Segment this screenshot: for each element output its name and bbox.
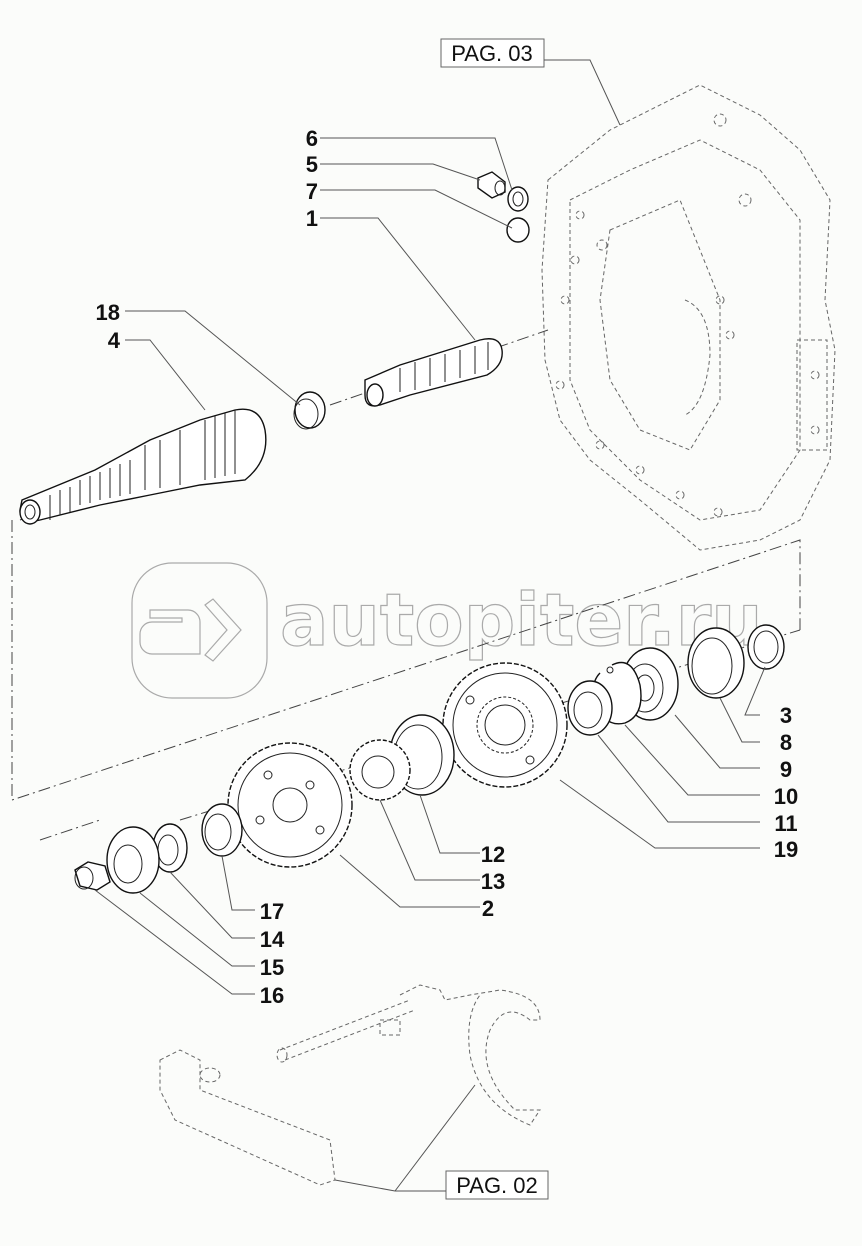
callout-6: 6 xyxy=(306,126,318,151)
ref-label-pag-02[interactable]: PAG. 02 xyxy=(456,1173,538,1198)
part-2-gear xyxy=(227,742,353,868)
ref-box-pag-02[interactable]: PAG. 02 xyxy=(445,1170,549,1200)
part-13-sleeve-gear xyxy=(349,739,411,801)
watermark-text: autopiter.ru xyxy=(280,578,763,662)
leader-lines xyxy=(94,137,766,995)
part-6-washer xyxy=(507,186,529,212)
part-8-bushing xyxy=(687,627,745,699)
part-3-seal xyxy=(747,624,785,670)
shift-fork-assembly xyxy=(159,984,541,1186)
callout-3: 3 xyxy=(780,703,792,728)
gearbox-housing xyxy=(541,84,836,551)
part-7-cap xyxy=(506,217,530,243)
callout-15: 15 xyxy=(260,955,284,980)
watermark-logo: autopiter.ru xyxy=(131,562,763,699)
callout-2: 2 xyxy=(482,896,494,921)
callout-9: 9 xyxy=(780,757,792,782)
part-4-main-shaft xyxy=(19,408,267,525)
callout-17: 17 xyxy=(260,899,284,924)
part-17-spacer xyxy=(201,803,243,857)
callout-18: 18 xyxy=(96,300,120,325)
part-11-washer xyxy=(567,680,613,736)
callout-4: 4 xyxy=(108,328,121,353)
callout-12: 12 xyxy=(481,842,505,867)
callout-7: 7 xyxy=(306,179,318,204)
callout-16: 16 xyxy=(260,983,284,1008)
part-15-bearing xyxy=(106,826,160,894)
callout-8: 8 xyxy=(780,730,792,755)
callout-1: 1 xyxy=(306,206,318,231)
ref-label-pag-03[interactable]: PAG. 03 xyxy=(451,41,533,66)
part-5-plug xyxy=(477,171,506,199)
callout-14: 14 xyxy=(260,927,285,952)
callout-13: 13 xyxy=(481,869,505,894)
part-1-input-shaft xyxy=(364,338,503,407)
ref-box-pag-03[interactable]: PAG. 03 xyxy=(440,38,545,68)
callout-10: 10 xyxy=(774,784,798,809)
callout-11: 11 xyxy=(774,811,797,836)
part-18-cap xyxy=(293,391,326,430)
part-19-gear xyxy=(442,662,568,788)
callout-5: 5 xyxy=(306,152,318,177)
part-16-nut xyxy=(74,861,111,891)
callout-19: 19 xyxy=(774,837,798,862)
assembly-axis-frame xyxy=(11,520,801,801)
